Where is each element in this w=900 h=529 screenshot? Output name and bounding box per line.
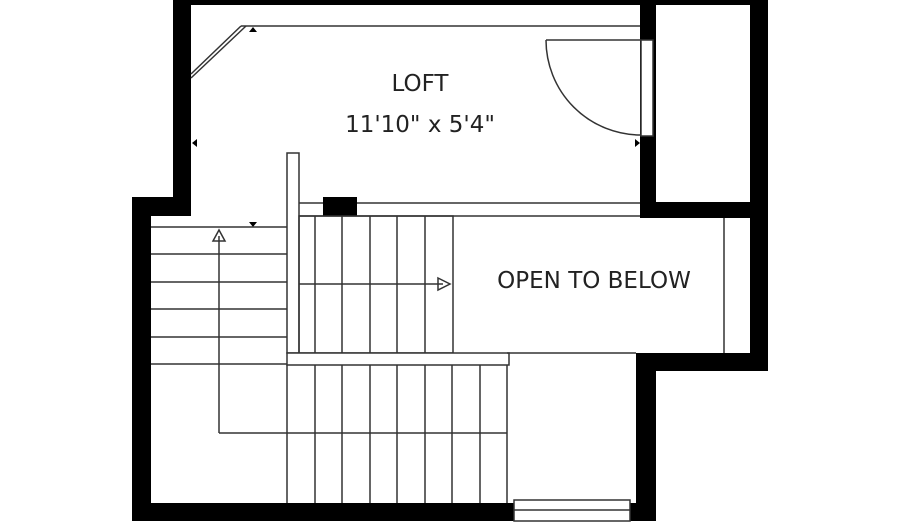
- stair-up-arrow: [211, 228, 227, 242]
- door: [545, 39, 654, 137]
- loft-post-left: [286, 152, 300, 354]
- wall-right-outer: [750, 0, 768, 371]
- door-swing-arc: [545, 39, 642, 136]
- wall-bottom: [132, 503, 518, 521]
- open-area-lines: [507, 218, 725, 354]
- wall-right-notch: [636, 353, 768, 371]
- marker-bottom: [249, 222, 257, 227]
- wall-top-left-section: [173, 0, 651, 5]
- dimension-markers: [192, 27, 640, 227]
- loft-dimensions: 11'10" x 5'4": [345, 112, 495, 138]
- loft-label: LOFT: [392, 71, 450, 97]
- marker-top: [249, 27, 257, 32]
- wall-left: [132, 197, 151, 521]
- marker-right: [635, 139, 640, 147]
- stair-lower: [286, 365, 508, 503]
- stair-left: [151, 226, 287, 434]
- stair-upper: [298, 215, 454, 354]
- loft-angled-corner: [190, 25, 242, 75]
- wall-closet-bottom: [640, 202, 768, 218]
- bottom-window: [513, 499, 631, 522]
- wall-top-right-section: [640, 0, 768, 5]
- wall-right-lower: [636, 353, 656, 521]
- exterior-walls: [132, 0, 768, 521]
- beam-block: [323, 197, 357, 216]
- wall-loft-left: [173, 0, 191, 216]
- stair-right-arrow: [437, 276, 452, 292]
- door-frame: [640, 39, 654, 137]
- marker-left: [192, 139, 197, 147]
- open-to-below-label: OPEN TO BELOW: [497, 268, 691, 294]
- loft-angled-corner-inner: [190, 25, 247, 79]
- landing-rail: [286, 352, 510, 366]
